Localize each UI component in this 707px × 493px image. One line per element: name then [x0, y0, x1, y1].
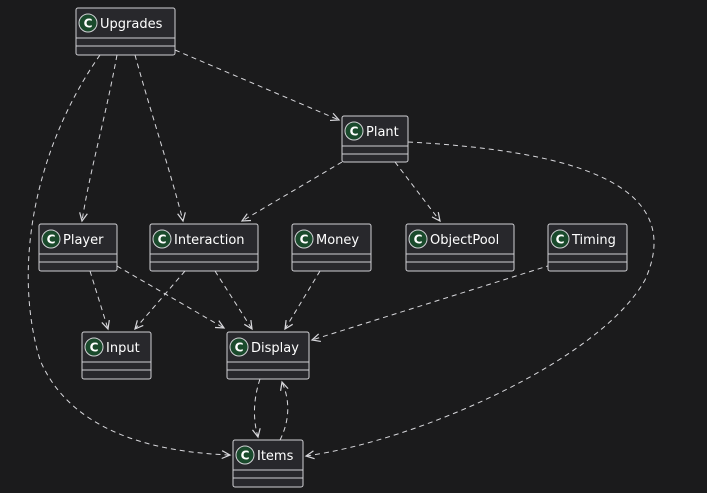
class-stereotype-icon: C — [78, 13, 98, 33]
class-timing[interactable]: C Timing — [547, 223, 628, 272]
dependency-plant-to-items — [304, 141, 655, 460]
dependency-upgrades-to-plant — [174, 49, 341, 122]
arrowhead — [243, 319, 253, 331]
class-money[interactable]: C Money — [291, 223, 372, 272]
dependency-upgrades-to-player — [79, 54, 118, 223]
arrowhead — [240, 213, 252, 222]
class-name: Plant — [366, 125, 399, 140]
class-name: Input — [106, 341, 140, 356]
dependency-display-to-items — [252, 378, 261, 439]
stereotype-letter: C — [84, 17, 93, 31]
class-stereotype-icon: C — [229, 337, 249, 357]
class-stereotype-icon: C — [408, 229, 428, 249]
class-name: Timing — [571, 233, 616, 248]
class-input[interactable]: C Input — [81, 331, 152, 380]
class-stereotype-icon: C — [84, 337, 104, 357]
arrowhead — [252, 428, 261, 439]
arrowhead — [214, 320, 226, 329]
arrowhead — [431, 212, 441, 223]
class-name: Display — [251, 341, 299, 356]
arrowhead — [304, 450, 315, 460]
arrowhead — [79, 212, 88, 223]
dependency-edges — [27, 49, 655, 460]
dependency-plant-to-objectpool — [394, 161, 441, 223]
stereotype-letter: C — [241, 449, 250, 463]
dependency-plant-to-interaction — [240, 161, 343, 222]
stereotype-letter: C — [414, 233, 423, 247]
dependency-money-to-display — [284, 270, 321, 331]
arrowhead — [329, 112, 341, 122]
class-interaction[interactable]: C Interaction — [149, 223, 259, 272]
dependency-timing-to-display — [310, 264, 552, 343]
class-stereotype-icon: C — [235, 445, 255, 465]
class-name: Upgrades — [100, 17, 163, 32]
class-name: Money — [316, 233, 359, 248]
class-name: Player — [63, 233, 104, 248]
dependency-player-to-display — [116, 265, 226, 329]
class-name: Interaction — [174, 233, 245, 248]
arrowhead — [177, 212, 186, 223]
class-name: ObjectPool — [430, 233, 499, 248]
dependency-interaction-to-input — [134, 270, 186, 331]
dependency-interaction-to-display — [214, 270, 253, 331]
class-display[interactable]: C Display — [226, 331, 310, 380]
class-upgrades[interactable]: C Upgrades — [75, 7, 176, 56]
class-name: Items — [257, 449, 294, 464]
stereotype-letter: C — [90, 341, 99, 355]
arrowhead — [134, 320, 144, 331]
dependency-player-to-input — [89, 270, 110, 331]
stereotype-letter: C — [350, 125, 359, 139]
class-player[interactable]: C Player — [38, 223, 118, 272]
stereotype-letter: C — [235, 341, 244, 355]
dependency-upgrades-to-interaction — [134, 54, 186, 223]
class-stereotype-icon: C — [550, 229, 570, 249]
stereotype-letter: C — [158, 233, 167, 247]
arrowhead — [279, 380, 289, 391]
class-plant[interactable]: C Plant — [341, 115, 409, 163]
class-objectpool[interactable]: C ObjectPool — [405, 223, 515, 272]
stereotype-letter: C — [47, 233, 56, 247]
class-stereotype-icon: C — [344, 121, 364, 141]
stereotype-letter: C — [300, 233, 309, 247]
class-stereotype-icon: C — [152, 229, 172, 249]
class-stereotype-icon: C — [41, 229, 61, 249]
arrowhead — [221, 450, 232, 460]
dependency-upgrades-to-items — [27, 54, 232, 460]
arrowhead — [284, 319, 294, 331]
arrowhead — [101, 320, 110, 331]
dependency-items-to-display — [279, 380, 289, 441]
class-stereotype-icon: C — [294, 229, 314, 249]
arrowhead — [310, 333, 321, 343]
class-items[interactable]: C Items — [232, 439, 304, 488]
stereotype-letter: C — [556, 233, 565, 247]
